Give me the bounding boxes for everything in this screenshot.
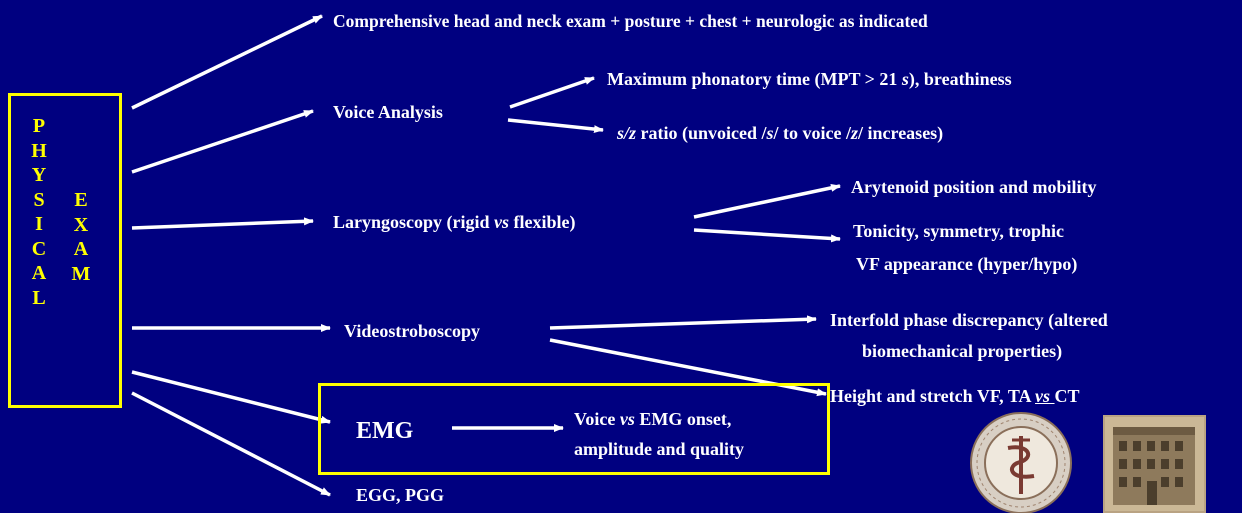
videostroboscopy-label: Videostroboscopy [344, 321, 481, 341]
interfold-label-line2: biomechanical properties) [862, 341, 1063, 361]
letter: A [31, 262, 47, 284]
egg-pgg-label: EGG, PGG [356, 485, 445, 505]
tonicity-label-line1: Tonicity, symmetry, trophic [853, 221, 1064, 241]
arrow-to-sz [507, 118, 604, 134]
letter: E [74, 189, 88, 211]
letter: I [35, 213, 43, 235]
physical-letters: P H Y S I C A L [28, 114, 50, 310]
comprehensive-exam-label: Comprehensive head and neck exam + postu… [333, 11, 928, 31]
letter: L [32, 286, 46, 309]
arrow-to-arytenoid [693, 183, 841, 219]
voice-emg-onset-label-line2: amplitude and quality [574, 439, 745, 459]
seal-emblem-icon [970, 412, 1072, 513]
arrow-to-mpt [509, 76, 595, 109]
interfold-label-line1: Interfold phase discrepancy (altered [830, 310, 1108, 330]
mpt-label: Maximum phonatory time (MPT > 21 s), bre… [607, 69, 1012, 89]
emg-label: EMG [356, 418, 414, 444]
letter: M [71, 262, 91, 285]
physical-exam-box [8, 93, 122, 408]
arytenoid-label: Arytenoid position and mobility [851, 177, 1097, 197]
height-stretch-label: Height and stretch VF, TA vs CT [830, 386, 1080, 406]
arrow-to-voice-analysis [131, 109, 314, 174]
letter: X [73, 213, 89, 236]
arrow-to-comprehensive [131, 14, 323, 110]
arrow-to-emg [131, 370, 331, 424]
laryngoscopy-label: Laryngoscopy (rigid vs flexible) [333, 212, 576, 232]
letter: P [32, 115, 46, 137]
tonicity-label-line2: VF appearance (hyper/hypo) [856, 254, 1078, 274]
letter: C [31, 237, 47, 260]
letter: A [73, 238, 89, 260]
arrow-to-laryngoscopy [131, 217, 314, 230]
letter: S [33, 188, 45, 211]
voice-analysis-label: Voice Analysis [333, 102, 443, 122]
emg-box [318, 383, 830, 475]
voice-emg-onset-label-line1: Voice vs EMG onset, [574, 409, 732, 429]
exam-letters: E X A M [66, 188, 96, 286]
sz-ratio-label: s/z ratio (unvoiced /s/ to voice /z/ inc… [617, 123, 944, 143]
arrow-to-tonicity [693, 228, 841, 243]
building-photo-icon [1103, 415, 1206, 513]
arrow-to-interfold [549, 315, 817, 330]
letter: H [31, 139, 47, 162]
arrow-to-egg [131, 391, 331, 497]
letter: Y [31, 164, 47, 186]
